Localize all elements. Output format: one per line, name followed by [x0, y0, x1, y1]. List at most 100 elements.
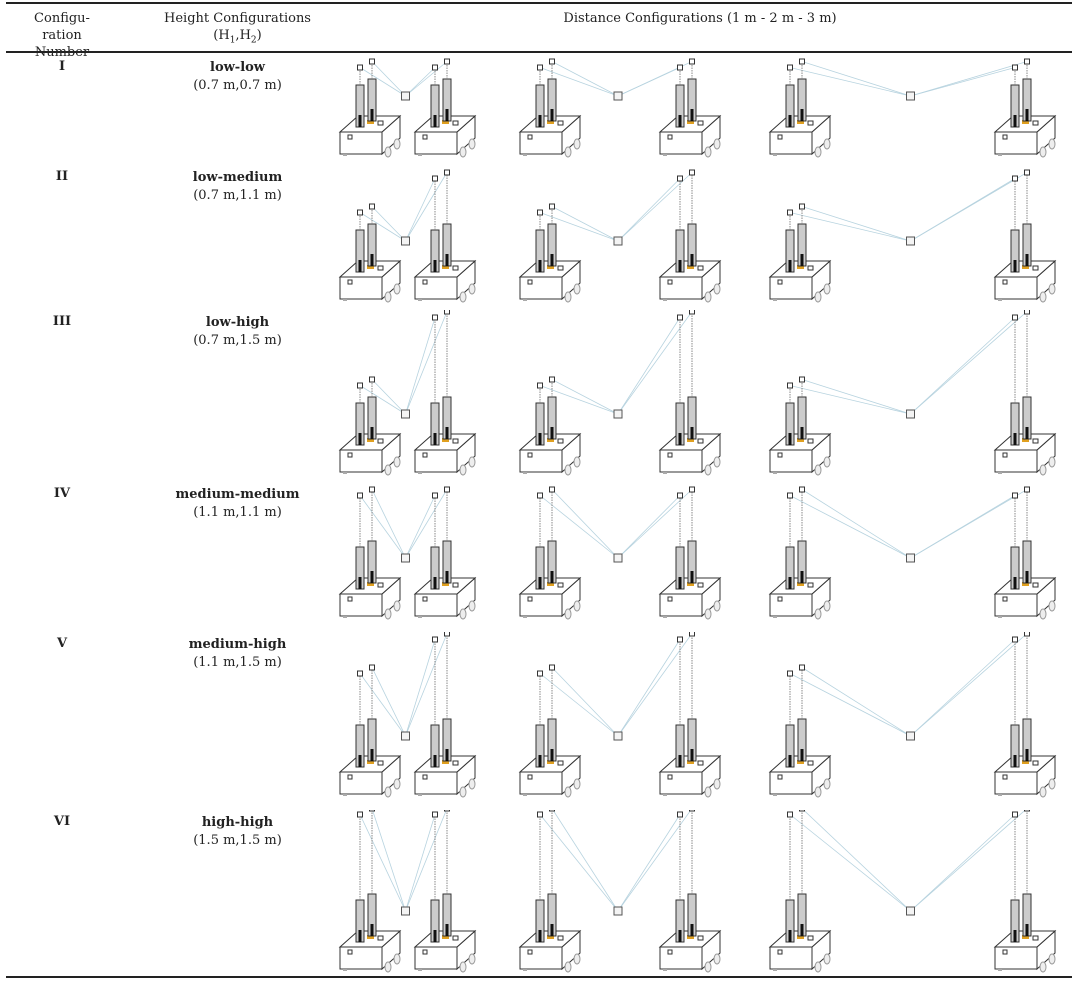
sensor-icon [799, 664, 805, 671]
wheel-icon [1048, 283, 1056, 295]
distance-panel-1m [338, 310, 477, 476]
wheel-icon [823, 138, 831, 150]
wheel-icon [573, 456, 581, 468]
sensor-icon [787, 670, 793, 677]
actuator [442, 438, 449, 442]
wheel-icon [814, 961, 822, 973]
robot-front [769, 449, 813, 473]
deck-marker [807, 582, 814, 588]
robot-front [339, 449, 383, 473]
mast-base [538, 755, 542, 767]
deck-marker [422, 949, 428, 955]
mast-base [370, 571, 374, 583]
header-text: Height Configurations [164, 11, 311, 26]
deck-marker [1002, 452, 1008, 458]
sensor-icon [1024, 810, 1030, 812]
wheel-icon [663, 794, 667, 796]
sensor-icon [549, 664, 555, 671]
height-config-name: medium-medium [175, 487, 300, 502]
wheel-icon [704, 961, 712, 973]
height-config: medium-medium(1.1 m,1.1 m) [160, 486, 315, 522]
actuator [442, 120, 449, 124]
wheel-icon [1048, 953, 1056, 965]
link-line [801, 61, 911, 97]
wheel-icon [814, 608, 822, 620]
mast-base [445, 427, 449, 439]
config-number: VI [53, 814, 71, 829]
mast-base [370, 109, 374, 121]
mast-base [1025, 749, 1029, 761]
config-number: II [55, 169, 69, 184]
deck-marker [527, 596, 533, 602]
header-distance-config: Distance Configurations (1 m - 2 m - 3 m… [563, 11, 837, 26]
wheel-icon [459, 786, 467, 798]
link-line [801, 489, 911, 559]
robot-front [659, 131, 703, 155]
robot-front [414, 771, 458, 795]
mast-base [433, 260, 437, 272]
header-config-number: Configu-ration Number [22, 10, 102, 61]
wheel-icon [998, 154, 1002, 156]
link-lines [789, 489, 1028, 559]
deck-marker [667, 279, 673, 285]
link-line [551, 489, 619, 559]
mast-base [358, 260, 362, 272]
mast-base [358, 755, 362, 767]
link-line [359, 673, 406, 737]
actuator [797, 438, 804, 442]
mast-base [1025, 254, 1029, 266]
mast-base [445, 749, 449, 761]
target-box-icon [906, 731, 915, 741]
wheel-icon [564, 464, 572, 476]
robot-front [769, 276, 813, 300]
wheel-icon [704, 608, 712, 620]
actuator [1022, 582, 1029, 586]
height-config: low-high(0.7 m,1.5 m) [160, 314, 315, 350]
height-config-values: (1.1 m,1.5 m) [193, 655, 282, 670]
mast-base [445, 254, 449, 266]
link-lines [359, 172, 448, 242]
deck-marker [557, 438, 564, 444]
wheel-icon [343, 969, 347, 971]
header-text: Configu-ration Number [34, 11, 90, 60]
distance-panel-3m [768, 310, 1057, 476]
wheel-icon [823, 600, 831, 612]
deck-marker [347, 596, 353, 602]
header-h-symbols: (H1,H2) [213, 28, 262, 46]
deck-marker [377, 935, 384, 941]
sensor-icon [357, 492, 363, 499]
height-config-values: (0.7 m,1.5 m) [193, 333, 282, 348]
mast-base [800, 924, 804, 936]
sensor-icon [689, 632, 695, 637]
config-number: I [58, 59, 66, 74]
deck-marker [697, 438, 704, 444]
mast-base [678, 755, 682, 767]
height-config-name: high-high [201, 815, 274, 830]
sensor-icon [677, 811, 683, 818]
mast-base [538, 115, 542, 127]
actuator [442, 935, 449, 939]
sensor-icon [799, 486, 805, 493]
height-config-name: low-medium [192, 170, 283, 185]
sensor-icon [689, 310, 695, 315]
link-line [617, 639, 681, 737]
actuator [687, 582, 694, 586]
sensor-icon [537, 209, 543, 216]
mast-base [1013, 433, 1017, 445]
robot-front [659, 449, 703, 473]
wheel-icon [418, 154, 422, 156]
target-box-icon [613, 553, 623, 563]
wheel-icon [1048, 456, 1056, 468]
deck-marker [1032, 760, 1039, 766]
sensor-icon [369, 810, 375, 812]
sensor-icon [677, 64, 683, 71]
actuator [1022, 760, 1029, 764]
link-line [371, 667, 406, 737]
link-line [405, 639, 436, 737]
sensor-icon [369, 376, 375, 383]
robot-front [339, 276, 383, 300]
deck-marker [347, 452, 353, 458]
link-line [910, 311, 1028, 415]
wheel-icon [823, 283, 831, 295]
wheel-icon [523, 299, 527, 301]
